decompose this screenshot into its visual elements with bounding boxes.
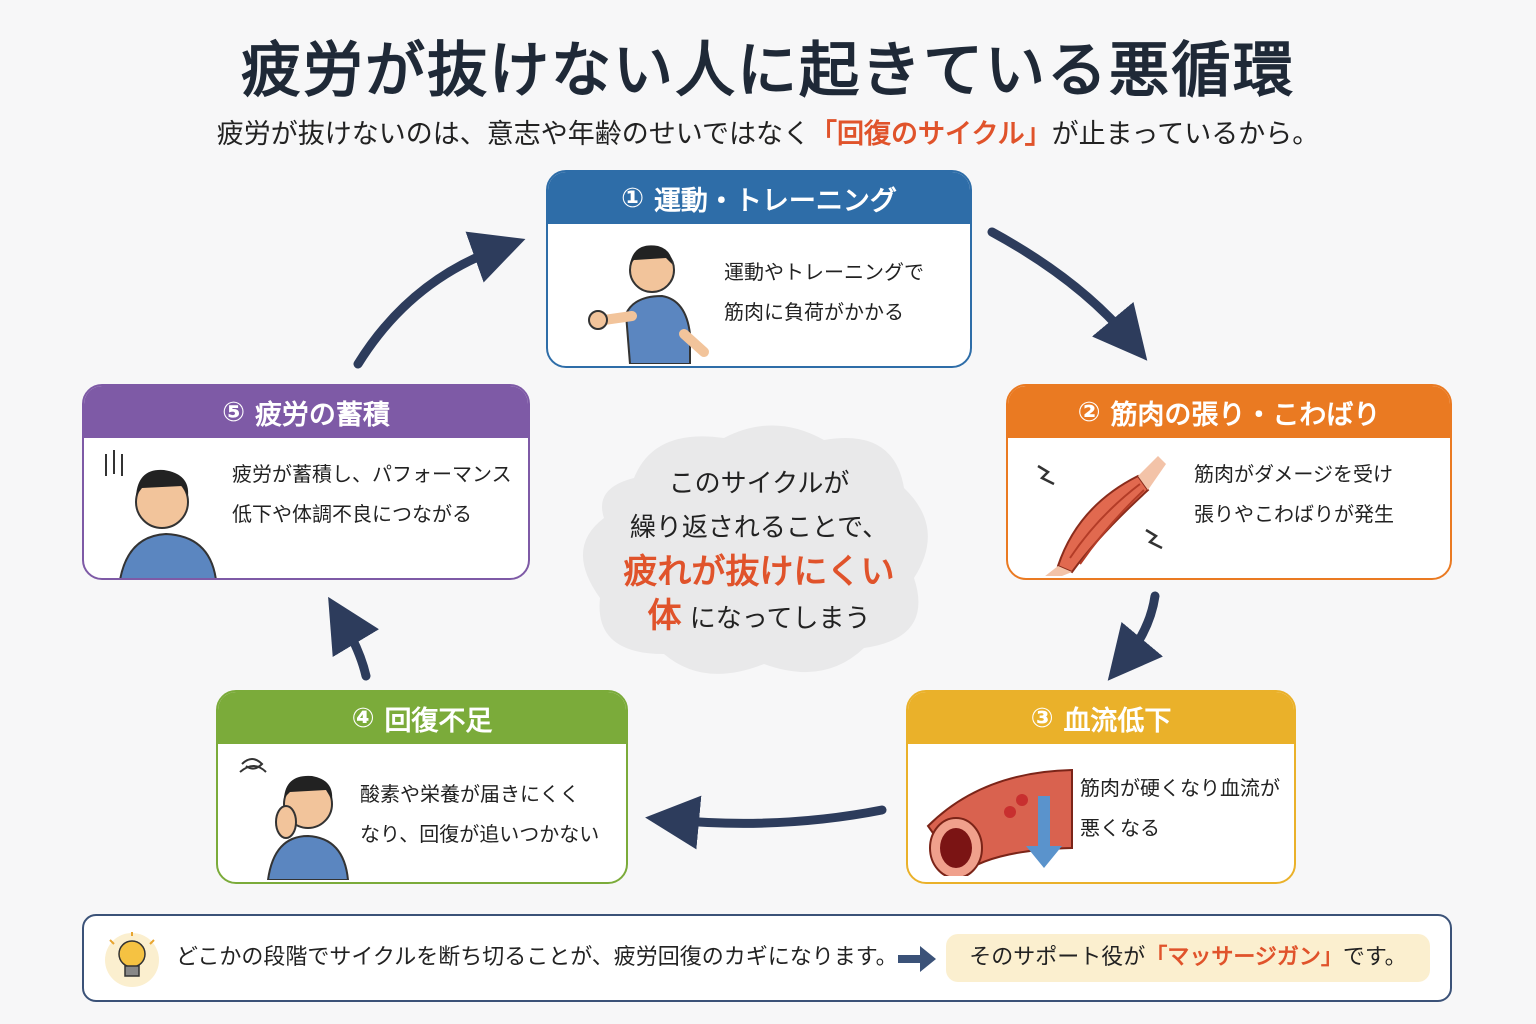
step-1-line-1: 運動やトレーニングで bbox=[724, 260, 924, 284]
step-5-line-1: 疲労が蓄積し、パフォーマンス bbox=[232, 462, 512, 486]
step-2-line-1: 筋肉がダメージを受け bbox=[1194, 462, 1393, 486]
step-card-5: ⑤ 疲労の蓄積 疲労が蓄積し、パフォーマンス 低下や体調不良につながる bbox=[82, 384, 530, 580]
subtitle-highlight: 「回復のサイクル」 bbox=[809, 119, 1052, 150]
arrow-1-to-2 bbox=[987, 227, 1148, 361]
arrow-2-to-3 bbox=[1107, 591, 1164, 681]
center-line-4: になってしまう bbox=[689, 604, 871, 634]
blood-vessel-icon bbox=[926, 768, 1073, 876]
step-3-line-1: 筋肉が硬くなり血流が bbox=[1080, 776, 1280, 800]
arrow-3-to-4 bbox=[645, 795, 887, 850]
step-card-2: ② 筋肉の張り・こわばり 筋肉がダメージを受け 張りやこわばりが発生 bbox=[1006, 384, 1452, 580]
step-4-title: 回復不足 bbox=[384, 705, 493, 737]
banner-pill: そのサポート役が「マッサージガン」です。 bbox=[946, 934, 1430, 982]
page-subtitle: 疲労が抜けないのは、意志や年齢のせいではなく「回復のサイクル」が止まっているから… bbox=[0, 112, 1536, 151]
step-1-header: ① 運動・トレーニング bbox=[548, 172, 970, 224]
step-card-4: ④ 回復不足 酸素や栄養が届きにくく なり、回復が追いつかない bbox=[216, 690, 628, 884]
step-1-number: ① bbox=[621, 182, 644, 214]
center-highlight-2: 体 bbox=[647, 596, 682, 636]
subtitle-text-after: が止まっているから。 bbox=[1051, 119, 1320, 150]
center-line-1: このサイクルが bbox=[668, 469, 850, 499]
center-line-2: 繰り返されることで、 bbox=[629, 513, 889, 543]
step-5-number: ⑤ bbox=[222, 396, 245, 428]
pill-text-before: そのサポート役が bbox=[969, 945, 1146, 970]
step-4-number: ④ bbox=[351, 702, 375, 734]
subtitle-text-before: 疲労が抜けないのは、意志や年齢のせいではなく bbox=[216, 119, 810, 150]
tired-man-icon bbox=[239, 758, 350, 880]
step-card-1: ① 運動・トレーニング 運動やトレーニングで 筋肉に負荷がかかる bbox=[546, 170, 972, 368]
step-4-header: ④ 回復不足 bbox=[218, 692, 626, 744]
pill-highlight: 「マッサージガン」 bbox=[1145, 945, 1343, 970]
bottom-banner: どこかの段階でサイクルを断ち切ることが、疲労回復のカギになります。 そのサポート… bbox=[82, 914, 1452, 1002]
step-1-title: 運動・トレーニング bbox=[653, 185, 897, 217]
step-4-line-1: 酸素や栄養が届きにくく bbox=[360, 782, 580, 806]
cloud-shape bbox=[582, 425, 928, 674]
step-2-header: ② 筋肉の張り・こわばり bbox=[1008, 386, 1450, 438]
step-5-title: 疲労の蓄積 bbox=[254, 399, 390, 431]
step-2-line-2: 張りやこわばりが発生 bbox=[1194, 502, 1394, 526]
step-5-header: ⑤ 疲労の蓄積 bbox=[84, 386, 528, 438]
step-card-3: ③ 血流低下 筋肉が硬くなり血流が 悪くなる bbox=[906, 690, 1296, 884]
pill-text-after: です。 bbox=[1342, 945, 1407, 970]
step-3-header: ③ 血流低下 bbox=[908, 692, 1294, 744]
step-3-title: 血流低下 bbox=[1063, 705, 1172, 737]
step-3-number: ③ bbox=[1030, 702, 1054, 734]
exhausted-man-icon bbox=[105, 450, 217, 578]
step-1-line-2: 筋肉に負荷がかかる bbox=[724, 300, 904, 324]
arrow-4-to-5 bbox=[328, 596, 380, 681]
arrow-5-to-1 bbox=[353, 231, 526, 369]
arrow-right-icon bbox=[898, 946, 936, 972]
center-message: このサイクルが 繰り返されることで、 疲れが抜けにくい 体 になってしまう bbox=[574, 418, 944, 680]
banner-message: どこかの段階でサイクルを断ち切ることが、疲労回復のカギになります。 bbox=[176, 945, 898, 970]
muscle-icon bbox=[1037, 456, 1166, 576]
step-2-title: 筋肉の張り・こわばり bbox=[1110, 399, 1381, 431]
step-2-number: ② bbox=[1077, 396, 1101, 428]
center-highlight-1: 疲れが抜けにくい bbox=[623, 552, 895, 592]
page-title: 疲労が抜けない人に起きている悪循環 bbox=[241, 36, 1295, 106]
lightbulb-icon bbox=[105, 932, 159, 987]
step-4-line-2: なり、回復が追いつかない bbox=[360, 822, 600, 846]
running-man-icon bbox=[588, 245, 709, 364]
step-5-line-2: 低下や体調不良につながる bbox=[232, 502, 472, 526]
step-3-line-2: 悪くなる bbox=[1080, 816, 1160, 840]
